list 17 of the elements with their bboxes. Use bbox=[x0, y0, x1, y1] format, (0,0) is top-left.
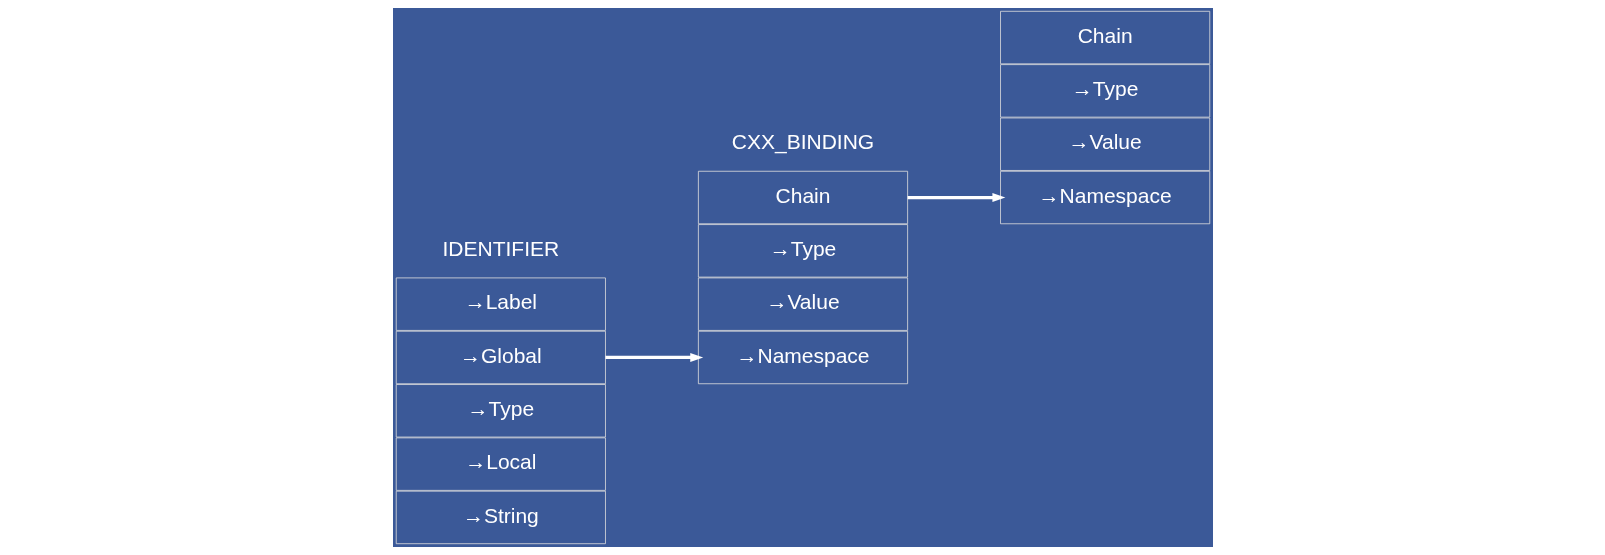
label: IDENTIFIER bbox=[442, 236, 559, 260]
label: CXX_BINDING bbox=[731, 130, 874, 154]
node-box: →Type bbox=[697, 224, 908, 278]
node-box: →Type bbox=[395, 384, 606, 438]
node-box: →Value bbox=[999, 117, 1210, 171]
node-box: →Namespace bbox=[697, 330, 908, 385]
arrow bbox=[605, 352, 703, 362]
node-box: →String bbox=[395, 490, 606, 545]
node-box: Chain bbox=[697, 170, 908, 225]
node-box: →Global bbox=[395, 330, 606, 385]
arrow bbox=[907, 193, 1005, 203]
node-box: →Namespace bbox=[999, 170, 1210, 225]
node-box: →Local bbox=[395, 437, 606, 491]
node-box: →Label bbox=[395, 277, 606, 331]
node-box: Chain bbox=[999, 10, 1210, 65]
node-box: →Value bbox=[697, 277, 908, 331]
node-box: →Type bbox=[999, 64, 1210, 118]
